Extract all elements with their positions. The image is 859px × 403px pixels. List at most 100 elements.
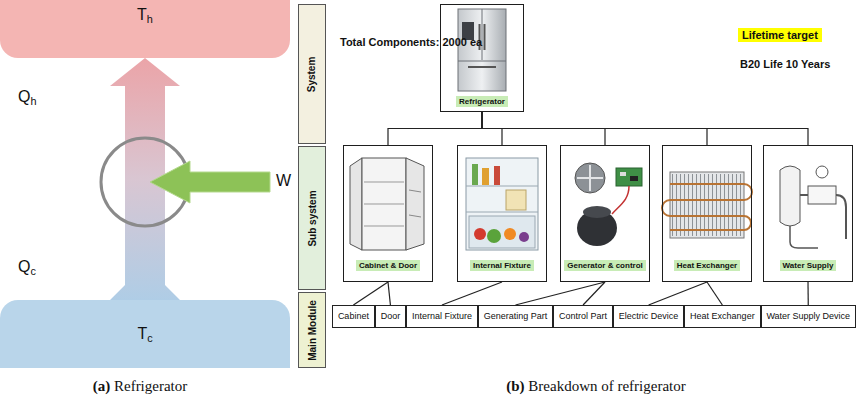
subsystem-box: Heat Exchanger xyxy=(662,145,752,282)
fridge-illustration-part xyxy=(458,9,506,91)
module-label: Water Supply Device xyxy=(766,312,850,321)
generator-illustration xyxy=(575,163,642,246)
connector-line xyxy=(442,282,502,305)
fridge-illustration-part xyxy=(484,24,486,50)
generator-illustration-part xyxy=(612,186,629,214)
level-strip: Sub system xyxy=(298,146,326,290)
cabinet-illustration-part xyxy=(406,158,424,250)
connector-line xyxy=(388,282,390,305)
fridge-illustration xyxy=(458,9,506,91)
connector-line xyxy=(515,282,605,305)
cabinet-illustration-part xyxy=(364,226,404,227)
cabinet-illustration-part xyxy=(409,215,421,217)
heat-exchanger-illustration-part xyxy=(670,199,744,201)
module-label: Generating Part xyxy=(484,312,548,321)
subsystem-label: Water Supply xyxy=(780,260,837,271)
module-box: Electric Device xyxy=(613,305,684,328)
component-note: Total Components: 2000 ea xyxy=(340,36,482,48)
fixture-illustration-part xyxy=(494,166,500,185)
subsystem-label: Internal Fixture xyxy=(470,260,534,271)
generator-illustration-part xyxy=(616,168,642,186)
heat-label: Qh xyxy=(18,88,37,106)
fixture-illustration-part xyxy=(469,216,535,248)
module-label: Internal Fixture xyxy=(412,312,472,321)
heat-exchanger-illustration-part xyxy=(670,183,744,185)
module-label: Control Part xyxy=(559,312,607,321)
subsystem-label: Heat Exchanger xyxy=(674,260,740,271)
cabinet-illustration-part xyxy=(364,204,404,205)
subsystem-box: Internal Fixture xyxy=(457,145,547,282)
cabinet-illustration xyxy=(350,158,424,250)
module-box: Internal Fixture xyxy=(406,305,478,328)
panel-caption: (b) Breakdown of refrigerator xyxy=(506,378,686,395)
subsystem-label: Cabinet & Door xyxy=(356,260,420,271)
cabinet-illustration-part xyxy=(409,190,421,192)
fridge-illustration-part xyxy=(468,66,496,68)
fixture-illustration xyxy=(466,158,538,250)
generator-illustration-part xyxy=(620,172,626,176)
heat-exchanger-illustration-part xyxy=(662,184,752,230)
target-value: B20 Life 10 Years xyxy=(740,58,830,70)
connector-line xyxy=(388,112,482,145)
fixture-illustration-part xyxy=(487,229,501,243)
module-box: Water Supply Device xyxy=(761,305,856,328)
cabinet-illustration-part xyxy=(362,158,406,250)
work-arrow-part xyxy=(150,161,270,203)
temperature-label: Tc xyxy=(137,325,152,343)
work-label: W xyxy=(276,172,291,190)
level-label: Main Module xyxy=(307,300,318,361)
module-box: Generating Part xyxy=(478,305,553,328)
connector-line xyxy=(649,282,707,305)
water-supply-illustration-part xyxy=(780,166,800,226)
water-supply-illustration-part xyxy=(790,226,818,248)
level-strip: System xyxy=(298,4,326,144)
panel-caption: (a) Refrigerator xyxy=(93,378,188,395)
fixture-illustration-part xyxy=(482,168,489,185)
fixture-illustration-part xyxy=(466,186,538,187)
connector-line xyxy=(707,282,722,305)
fixture-illustration-part xyxy=(519,232,529,242)
water-supply-illustration xyxy=(780,166,846,248)
connector-line xyxy=(482,112,808,145)
heat-exchanger-illustration xyxy=(662,172,752,238)
connector-line xyxy=(353,282,388,305)
target-heading: Lifetime target xyxy=(738,28,822,42)
heat-exchanger-illustration-part xyxy=(670,229,744,231)
module-box: Cabinet xyxy=(332,305,375,328)
cabinet-illustration-part xyxy=(364,182,404,183)
fixture-illustration-part xyxy=(472,164,478,185)
module-label: Heat Exchanger xyxy=(690,312,755,321)
level-strip: Main Module xyxy=(298,292,326,368)
module-box: Control Part xyxy=(553,305,613,328)
connector-line xyxy=(807,282,808,305)
work-arrow xyxy=(150,161,270,203)
cold-reservoir: Tc xyxy=(0,300,290,368)
system-label: Refrigerator xyxy=(456,96,508,107)
subsystem-box: Water Supply xyxy=(763,145,853,282)
fixture-illustration-part xyxy=(474,228,486,240)
cabinet-illustration-part xyxy=(350,158,362,250)
generator-illustration-part xyxy=(583,206,611,218)
generator-illustration-part xyxy=(575,163,605,193)
module-label: Electric Device xyxy=(619,312,679,321)
hot-reservoir: Th xyxy=(0,0,290,58)
fixture-illustration-part xyxy=(504,228,516,240)
fridge-illustration-part xyxy=(458,61,506,62)
fixture-illustration-part xyxy=(466,212,538,213)
fridge-illustration-part xyxy=(482,9,483,60)
subsystem-box: Generator & control xyxy=(560,145,650,282)
heat-exchanger-illustration-part xyxy=(670,172,744,238)
module-box: Heat Exchanger xyxy=(684,305,760,328)
heat-label: Qc xyxy=(18,258,36,276)
module-label: Cabinet xyxy=(338,312,369,321)
temperature-label: Th xyxy=(137,6,153,24)
generator-illustration-part xyxy=(630,176,638,181)
level-label: System xyxy=(307,56,318,92)
system-box: Refrigerator xyxy=(440,4,524,112)
fixture-illustration-part xyxy=(466,158,538,250)
water-supply-illustration-part xyxy=(816,166,828,178)
connector-line xyxy=(583,282,605,305)
fixture-illustration-part xyxy=(506,190,526,210)
subsystem-box: Cabinet & Door xyxy=(343,145,433,282)
water-supply-illustration-part xyxy=(800,195,846,239)
